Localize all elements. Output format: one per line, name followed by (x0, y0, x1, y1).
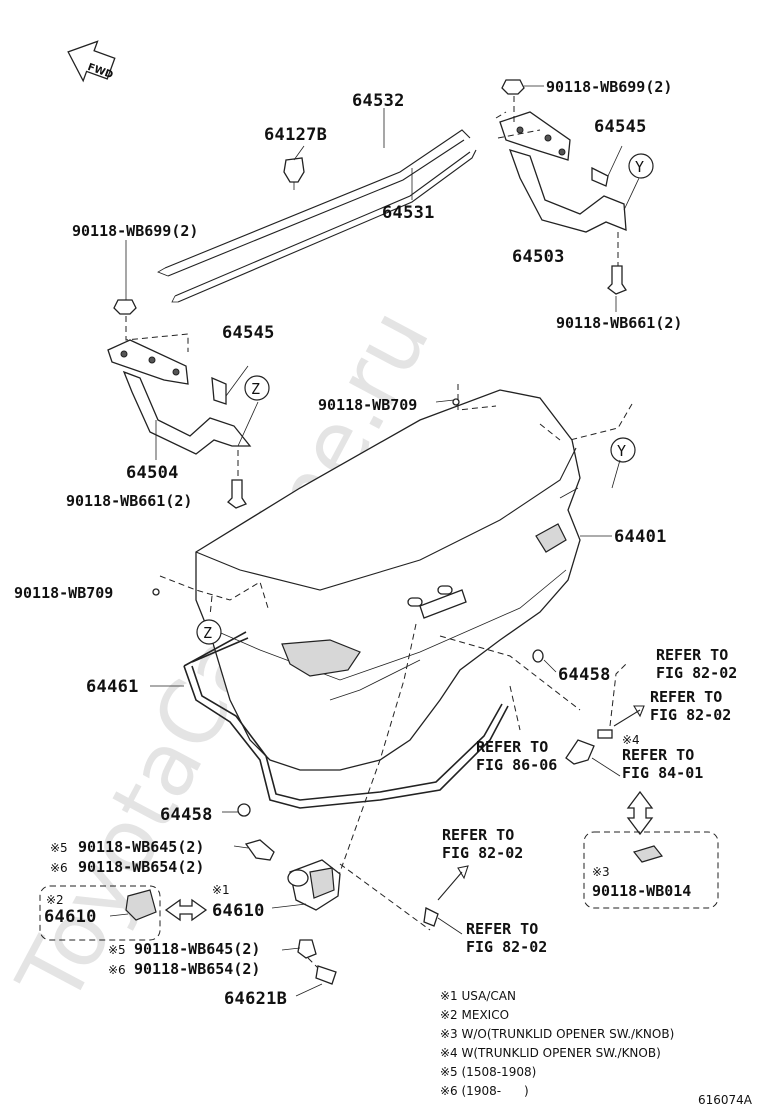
label-64458-right: 64458 (558, 665, 611, 685)
callout-y-lid: Y (610, 437, 636, 463)
callout-z-top: Z (244, 375, 270, 401)
mark-6-a: ※6 (50, 861, 68, 875)
hinge-left-64504 (107, 339, 252, 455)
label-64610-usa: 64610 (212, 901, 265, 921)
label-64531: 64531 (382, 203, 435, 223)
legend-line-4: ※4 W(TRUNKLID OPENER SW./KNOB) (440, 1046, 661, 1060)
mark-5-b: ※5 (108, 943, 126, 957)
svg-text:REFER TO: REFER TO (476, 738, 548, 756)
label-90118-wb661-right: 90118-WB661(2) (556, 314, 682, 332)
svg-text:REFER TO: REFER TO (622, 746, 694, 764)
label-64401: 64401 (614, 527, 667, 547)
callout-z-lid: Z (196, 619, 222, 645)
label-90118-wb709-upper: 90118-WB709 (318, 396, 417, 414)
mark-6-b: ※6 (108, 963, 126, 977)
mark-5-a: ※5 (50, 841, 68, 855)
bolt-icon-lock-lower (297, 939, 317, 959)
svg-text:REFER TO: REFER TO (656, 646, 728, 664)
svg-text:FIG 82-02: FIG 82-02 (466, 938, 547, 956)
svg-text:FIG 82-02: FIG 82-02 (650, 706, 731, 724)
bolt-icon-lower (423, 907, 439, 927)
svg-text:REFER TO: REFER TO (466, 920, 538, 938)
hinge-right-64503 (499, 111, 627, 233)
svg-text:Z: Z (203, 624, 212, 642)
nut-icon-top-right (501, 79, 525, 95)
svg-text:FIG 86-06: FIG 86-06 (476, 756, 557, 774)
legend-line-6: ※6 (1908- ) (440, 1084, 529, 1098)
mark-2: ※2 (46, 893, 64, 907)
label-90118-wb699-right: 90118-WB699(2) (546, 78, 672, 96)
svg-text:FIG 84-01: FIG 84-01 (622, 764, 703, 782)
label-90118-wb709-left: 90118-WB709 (14, 584, 113, 602)
screw-icon-upper (452, 398, 460, 406)
mark-3: ※3 (592, 865, 610, 879)
label-64610-mexico: 64610 (44, 907, 97, 927)
label-64532: 64532 (352, 91, 405, 111)
trunk-lid-64401 (195, 389, 581, 771)
label-64621b: 64621B (224, 989, 287, 1009)
bolt-icon-right (607, 265, 627, 295)
label-64503: 64503 (512, 247, 565, 267)
label-90118-wb645-a: 90118-WB645(2) (78, 838, 204, 856)
refer-fig-86-06[interactable]: REFER TO FIG 86-06 (476, 738, 557, 774)
bolt-icon-lock-upper (244, 839, 275, 861)
svg-text:REFER TO: REFER TO (650, 688, 722, 706)
refer-fig-82-02-arrow[interactable]: REFER TO FIG 82-02 (650, 688, 731, 724)
bumper-pad-icon-right (532, 649, 544, 663)
bumper-pad-icon-left (237, 803, 251, 817)
figure-code: 616074A (698, 1093, 753, 1107)
support-rods (157, 129, 477, 303)
double-arrow-icon-vertical (626, 790, 654, 836)
bolt-icon-left (227, 479, 247, 509)
legend: ※1 USA/CAN ※2 MEXICO ※3 W/O(TRUNKLID OPE… (440, 989, 674, 1098)
label-64127b: 64127B (264, 125, 327, 145)
svg-text:Y: Y (635, 158, 644, 176)
label-90118-wb654-b: 90118-WB654(2) (134, 960, 260, 978)
svg-text:REFER TO: REFER TO (442, 826, 514, 844)
refer-fig-82-02-lower-a[interactable]: REFER TO FIG 82-02 (442, 826, 523, 862)
label-64504: 64504 (126, 463, 179, 483)
lock-assembly-icon (287, 859, 341, 911)
mark-4: ※4 (622, 733, 640, 747)
weatherstrip-64461 (183, 631, 509, 809)
garnish-pieces (407, 585, 467, 619)
nut-icon-left (113, 299, 137, 315)
variant-box-mexico (39, 885, 161, 941)
refer-fig-84-01[interactable]: REFER TO FIG 84-01 (622, 746, 703, 782)
svg-text:FIG 82-02: FIG 82-02 (442, 844, 523, 862)
fwd-arrow-icon: FWD (67, 40, 116, 83)
double-arrow-icon-horizontal (164, 898, 208, 922)
lock-icon-mexico (125, 889, 157, 921)
svg-text:FIG 82-02: FIG 82-02 (656, 664, 737, 682)
callout-y-top: Y (628, 153, 654, 179)
label-90118-wb645-b: 90118-WB645(2) (134, 940, 260, 958)
label-90118-wb661-left: 90118-WB661(2) (66, 492, 192, 510)
opener-switch-icon (565, 729, 613, 765)
legend-line-2: ※2 MEXICO (440, 1008, 509, 1022)
mark-1: ※1 (212, 883, 230, 897)
refer-fig-82-02-lower-b[interactable]: REFER TO FIG 82-02 (466, 920, 547, 956)
opener-cover-icon (632, 845, 664, 863)
label-64461: 64461 (86, 677, 139, 697)
svg-text:Z: Z (251, 380, 260, 398)
svg-text:Y: Y (617, 442, 626, 460)
label-64545-left: 64545 (222, 323, 275, 343)
label-90118-wb699-left: 90118-WB699(2) (72, 222, 198, 240)
label-90118-wb654-a: 90118-WB654(2) (78, 858, 204, 876)
legend-line-1: ※1 USA/CAN (440, 989, 516, 1003)
label-64458-left: 64458 (160, 805, 213, 825)
clip-64127b (283, 157, 305, 190)
label-90118-wb014: 90118-WB014 (592, 882, 691, 900)
refer-fig-82-02-top[interactable]: REFER TO FIG 82-02 (656, 646, 737, 682)
striker-icon-64621b (315, 965, 337, 985)
screw-icon-left (152, 588, 160, 596)
legend-line-3: ※3 W/O(TRUNKLID OPENER SW./KNOB) (440, 1027, 674, 1041)
label-64545-right: 64545 (594, 117, 647, 137)
legend-line-5: ※5 (1508-1908) (440, 1065, 536, 1079)
